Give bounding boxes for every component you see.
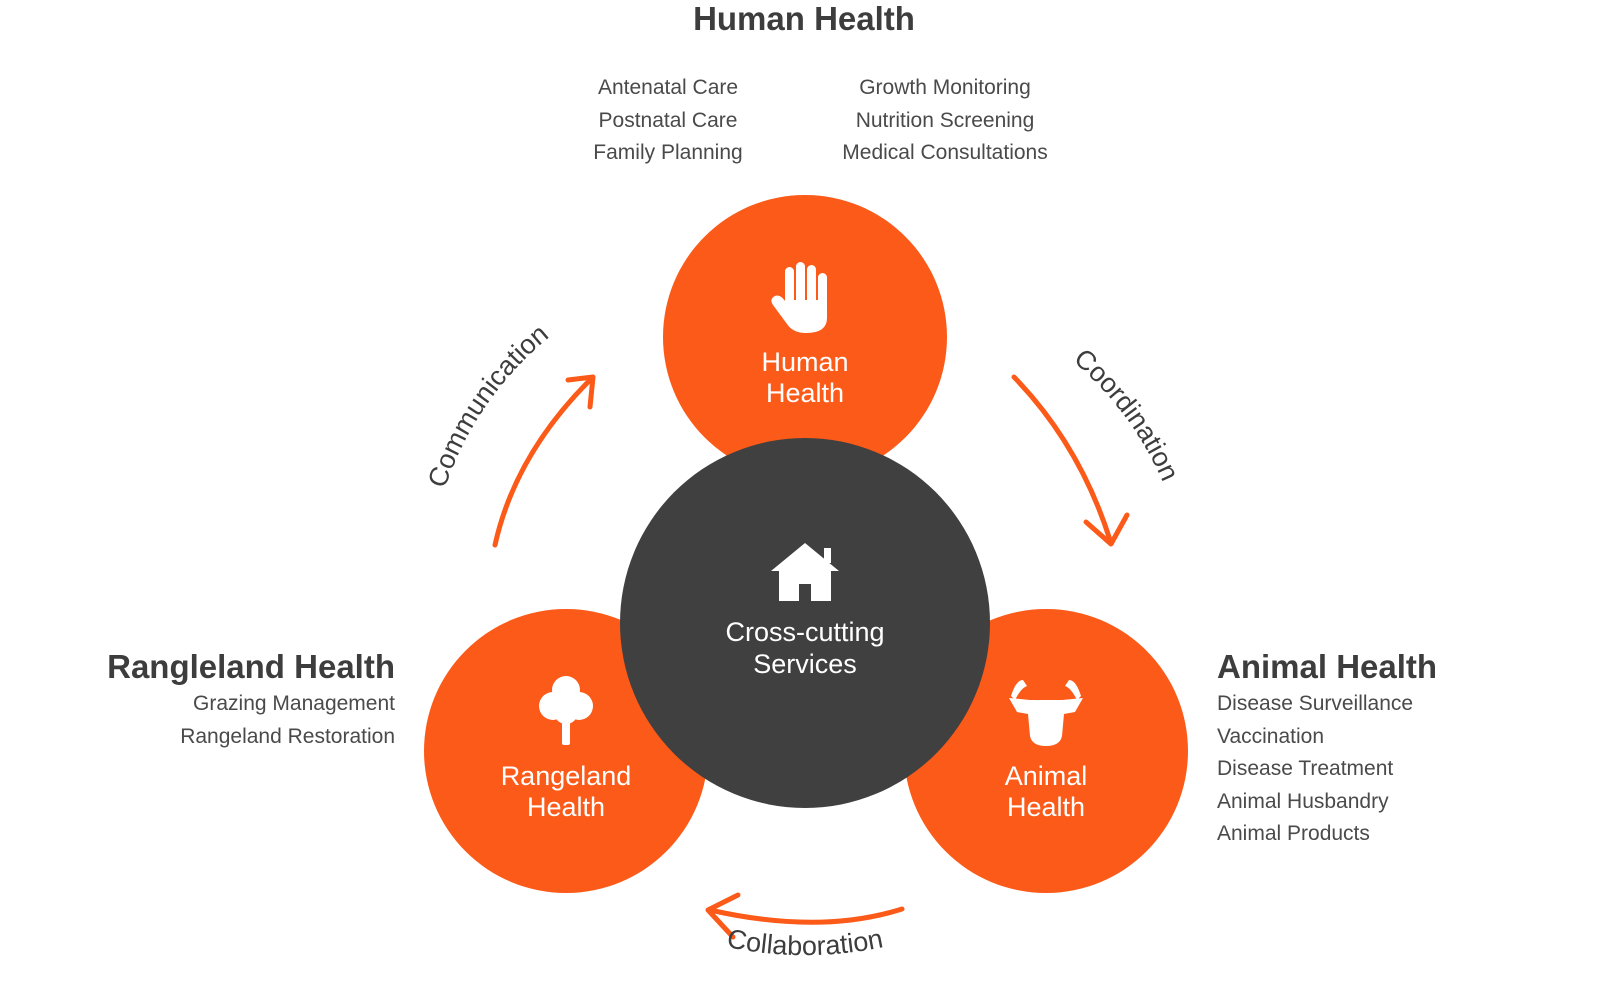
list-item: Antenatal Care xyxy=(597,76,739,99)
coordination-label: Coordination xyxy=(1069,343,1185,485)
cross-cutting-circle xyxy=(620,438,990,808)
house-icon xyxy=(771,543,839,601)
human-health-circle-label-line2: Health xyxy=(766,378,844,408)
animal-health-circle-label-line1: Animal xyxy=(1005,761,1088,791)
list-item: Rangeland Restoration xyxy=(180,724,395,748)
list-item: Postnatal Care xyxy=(598,108,738,132)
cow-icon xyxy=(1009,680,1083,746)
rangeland-health-circle-label-line1: Rangeland xyxy=(501,761,632,791)
list-item: Vaccination xyxy=(1217,724,1325,748)
human-health-services-col2: Growth Monitoring Nutrition Screening Me… xyxy=(820,72,1070,170)
list-item: Medical Consultations xyxy=(842,141,1048,164)
collaboration-label: Collaboration xyxy=(725,923,885,961)
list-item: Disease Treatment xyxy=(1217,757,1394,780)
animal-health-circle-label-line2: Health xyxy=(1007,792,1085,822)
rangeland-health-circle-label-line2: Health xyxy=(527,792,605,822)
list-item: Nutrition Screening xyxy=(855,108,1035,132)
communication-label: Communication xyxy=(422,318,554,491)
tree-icon xyxy=(539,676,593,745)
list-item: Disease Surveillance xyxy=(1217,692,1414,715)
human-health-circle-label-line1: Human xyxy=(761,347,848,377)
list-item: Growth Monitoring xyxy=(859,76,1031,99)
rangeland-health-services: Grazing Management Rangeland Restoration xyxy=(180,688,395,753)
list-item: Grazing Management xyxy=(193,692,395,715)
human-health-heading: Human Health xyxy=(693,0,915,37)
list-item: Animal Husbandry xyxy=(1217,789,1389,813)
animal-health-services: Disease Surveillance Vaccination Disease… xyxy=(1217,688,1413,851)
human-health-services-col1: Antenatal Care Postnatal Care Family Pla… xyxy=(568,72,768,170)
list-item: Animal Products xyxy=(1217,822,1370,845)
coordination-arrow xyxy=(1011,374,1130,547)
rangeland-health-heading: Rangleland Health xyxy=(107,648,395,685)
human-health-circle xyxy=(663,195,947,479)
collaboration-arrow xyxy=(705,892,905,940)
animal-health-heading: Animal Health xyxy=(1217,648,1438,685)
cross-cutting-label-line2: Services xyxy=(753,649,857,679)
communication-arrow xyxy=(492,374,596,548)
hand-icon xyxy=(771,262,827,333)
list-item: Family Planning xyxy=(593,141,743,164)
cross-cutting-label-line1: Cross-cutting xyxy=(725,617,884,647)
